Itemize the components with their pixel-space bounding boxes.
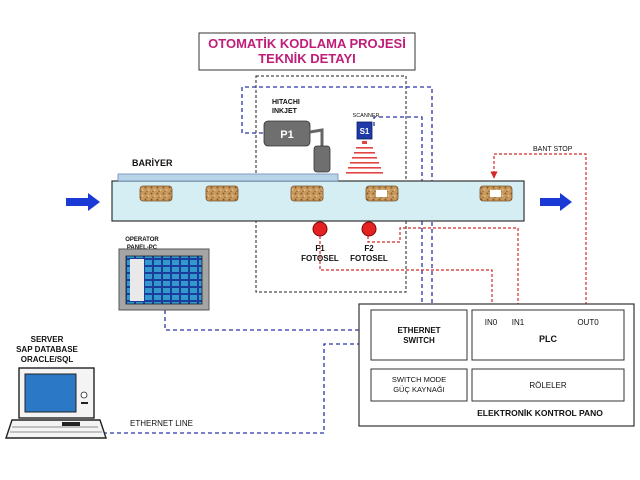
- plc-box: [471, 309, 625, 361]
- sensor-f2-name: F2: [364, 244, 374, 253]
- sensor-f1-label: FOTOSEL: [301, 254, 339, 263]
- control-panel: ETHERNET SWITCH SWITCH MODE GÜÇ KAYNAĞI …: [358, 303, 635, 427]
- printer-body: [263, 120, 311, 147]
- sensor-f2-icon: [361, 221, 377, 237]
- scanner-body: [356, 121, 373, 140]
- operator-line1: OPERATOR: [125, 237, 159, 243]
- plc-in0: IN0: [485, 318, 498, 327]
- signal-lines: [319, 153, 587, 311]
- flow-arrows: [66, 193, 572, 211]
- network-lines: [96, 86, 433, 434]
- ethernet-switch-box: [370, 309, 468, 361]
- code-label: [490, 190, 501, 197]
- panel-screen-sidebar: [130, 259, 144, 301]
- printer-label: P1: [280, 129, 293, 141]
- control-panel-title: ELEKTRONİK KONTROL PANO: [477, 408, 603, 418]
- plc-label: PLC: [539, 334, 558, 344]
- plc-out0: OUT0: [577, 318, 599, 327]
- server-line2: SAP DATABASE: [16, 345, 78, 354]
- title-box: OTOMATİK KODLAMA PROJESİ TEKNİK DETAYI: [198, 32, 416, 71]
- print-head: [313, 145, 331, 173]
- operator-panel-pc: OPERATOR PANEL-PC: [118, 237, 210, 311]
- operator-line2: PANEL-PC: [127, 245, 158, 251]
- scan-beam: [346, 141, 383, 174]
- barrier-rail: [117, 173, 339, 182]
- product: [139, 185, 173, 202]
- product: [290, 185, 324, 202]
- power-supply-box: [370, 368, 468, 402]
- flow-in-arrow-icon: [66, 193, 100, 211]
- server-line3: ORACLE/SQL: [21, 355, 74, 364]
- printer-hose: [309, 128, 324, 148]
- server: SERVER SAP DATABASE ORACLE/SQL ETHERNET …: [5, 335, 193, 439]
- power-supply-line2: GÜÇ KAYNAĞI: [393, 385, 445, 394]
- photocell-f2: F2 FOTOSEL: [350, 221, 388, 263]
- sensor-f1-icon: [312, 221, 328, 237]
- ethernet-switch-line1: ETHERNET: [397, 326, 440, 335]
- scanner: SCANNER S1: [346, 113, 383, 174]
- plc-in1: IN1: [512, 318, 525, 327]
- conveyor: BARİYER BANT STOP: [111, 146, 573, 222]
- ethernet-switch-line2: SWITCH: [403, 336, 435, 345]
- printer-model: INKJET: [272, 108, 298, 115]
- product: [205, 185, 239, 202]
- code-label: [376, 190, 387, 197]
- title-line1: OTOMATİK KODLAMA PROJESİ: [208, 36, 406, 51]
- photocell-f1: F1 FOTOSEL: [301, 221, 339, 263]
- server-computer-icon: [5, 367, 107, 439]
- barrier-label: BARİYER: [132, 158, 173, 168]
- flow-out-arrow-icon: [540, 193, 572, 211]
- relays-label: RÖLELER: [529, 381, 567, 390]
- sensor-f2-label: FOTOSEL: [350, 254, 388, 263]
- title-line2: TEKNİK DETAYI: [258, 51, 356, 66]
- scanner-caption: SCANNER: [353, 113, 380, 119]
- relays-box: [471, 368, 625, 402]
- printer-brand: HITACHI: [272, 99, 300, 106]
- ethernet-line-label: ETHERNET LINE: [130, 419, 193, 428]
- sensor-f1-name: F1: [315, 244, 325, 253]
- power-supply-line1: SWITCH MODE: [392, 375, 446, 384]
- scanner-label: S1: [360, 127, 370, 136]
- server-line1: SERVER: [31, 335, 64, 344]
- inkjet-printer: HITACHI INKJET P1: [263, 99, 331, 173]
- bant-stop-label: BANT STOP: [533, 146, 573, 153]
